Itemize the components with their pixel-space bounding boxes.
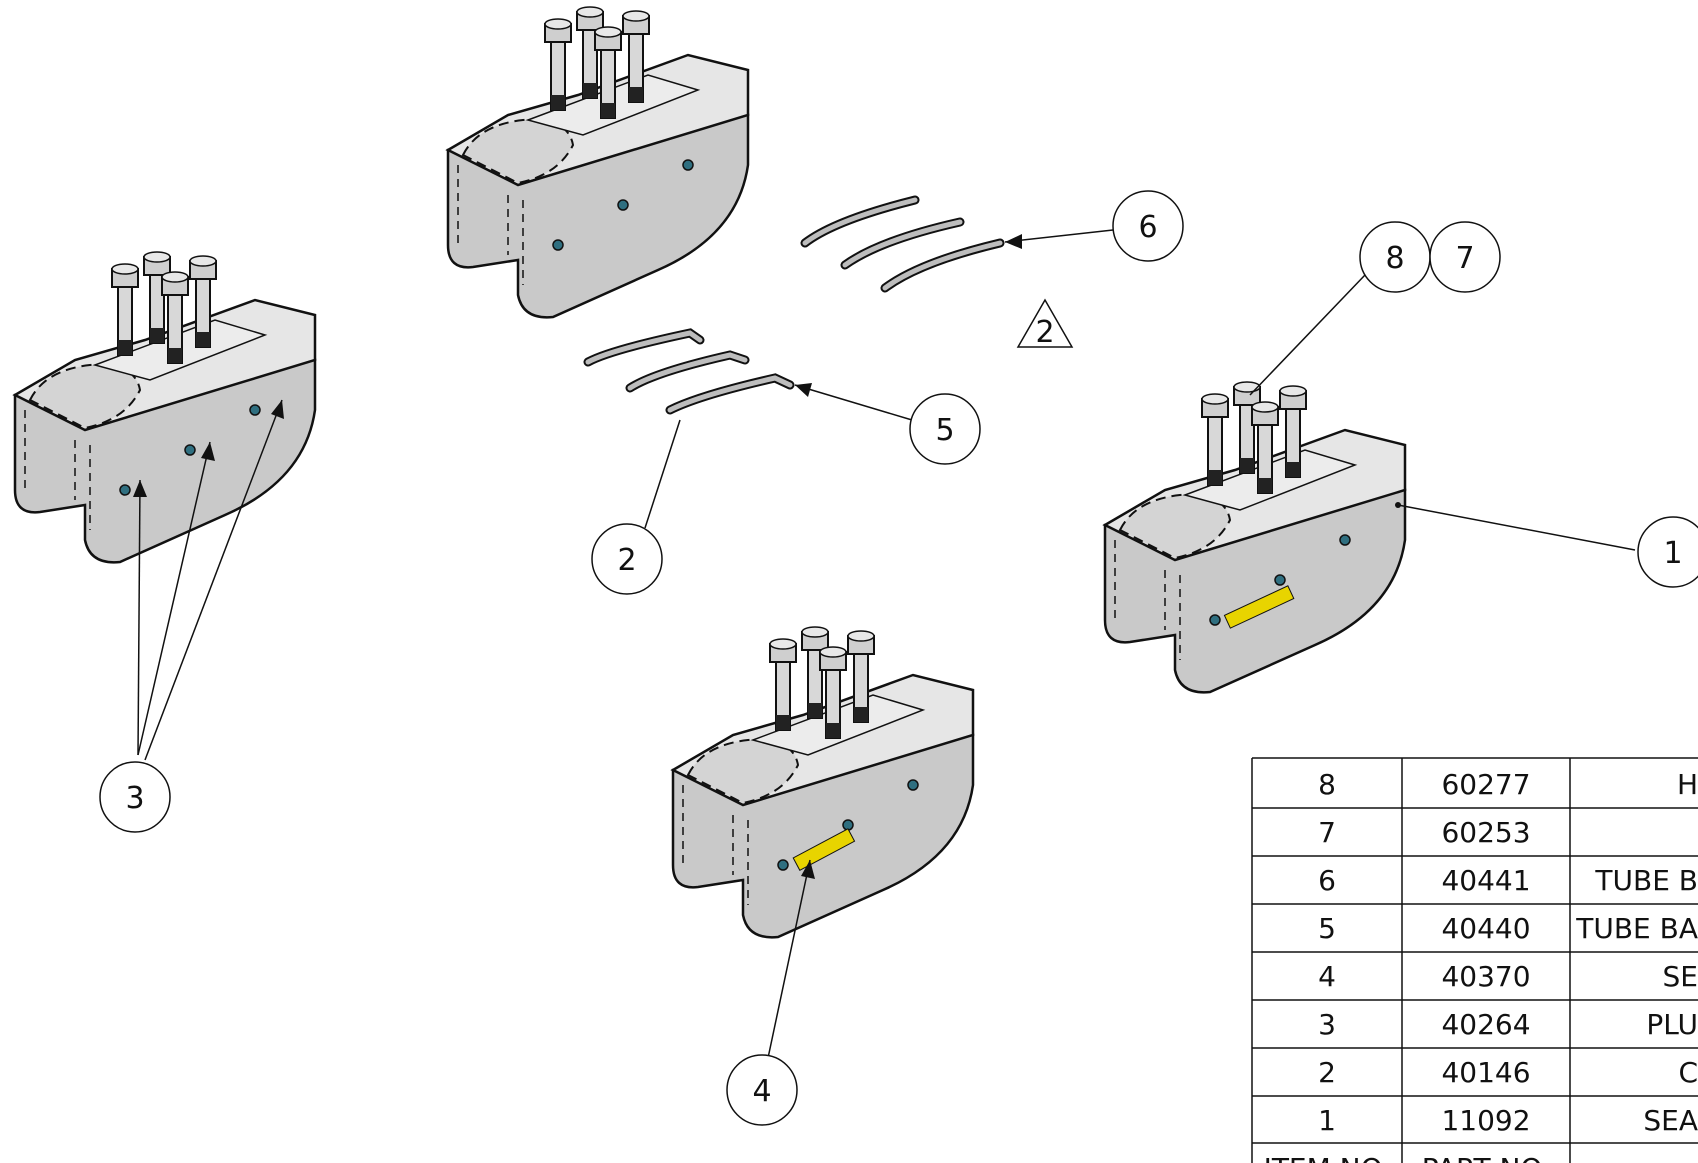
tube-set-5-inner: [585, 330, 793, 413]
svg-text:TUBE B: TUBE B: [1594, 864, 1698, 897]
balloon-6: 6: [1112, 190, 1184, 262]
svg-text:2: 2: [1318, 1056, 1336, 1089]
svg-text:PART NO.: PART NO.: [1422, 1152, 1550, 1163]
seat-view-right: [1103, 382, 1407, 694]
svg-text:40440: 40440: [1441, 912, 1530, 945]
leader-arrowheads: [133, 234, 1022, 879]
seat-view-bottom: [671, 627, 975, 939]
svg-text:6: 6: [1138, 210, 1157, 245]
svg-text:4: 4: [752, 1074, 771, 1109]
seat-view-left: [13, 252, 317, 564]
tube-set-5: [583, 328, 795, 415]
balloon-2: 2: [591, 523, 663, 595]
bom-row: 3 40264 PLU: [1318, 1008, 1698, 1041]
tube-set-6-inner: [802, 197, 1003, 291]
svg-text:7: 7: [1455, 241, 1474, 276]
svg-text:40264: 40264: [1441, 1008, 1530, 1041]
svg-text:40146: 40146: [1441, 1056, 1530, 1089]
balloon-4: 4: [726, 1054, 798, 1126]
svg-text:8: 8: [1385, 241, 1404, 276]
bom-row: 4 40370 SE: [1318, 960, 1698, 993]
bom-row: 1 11092 SEA: [1318, 1104, 1698, 1137]
svg-text:5: 5: [1318, 912, 1336, 945]
balloon-8: 8: [1359, 221, 1431, 293]
bom-row: 8 60277 H: [1318, 768, 1698, 801]
revision-flag: 2: [1016, 298, 1074, 350]
bom-header: ITEM NO. PART NO.: [1264, 1152, 1551, 1163]
warning-label: [792, 828, 856, 871]
svg-text:6: 6: [1318, 864, 1336, 897]
balloon-3: 3: [99, 761, 171, 833]
svg-text:3: 3: [125, 781, 144, 816]
svg-text:60277: 60277: [1441, 768, 1530, 801]
svg-text:60253: 60253: [1441, 816, 1530, 849]
svg-text:40370: 40370: [1441, 960, 1530, 993]
svg-text:7: 7: [1318, 816, 1336, 849]
svg-text:3: 3: [1318, 1008, 1336, 1041]
bom-row: 5 40440 TUBE BA: [1318, 912, 1698, 945]
svg-text:1: 1: [1318, 1104, 1336, 1137]
svg-text:2: 2: [617, 543, 636, 578]
bom-row: 7 60253: [1318, 816, 1530, 849]
leader-lines: [137, 229, 1636, 1059]
warning-label-right: [1223, 585, 1295, 629]
leader-dot-1: [1395, 502, 1401, 508]
svg-text:40441: 40441: [1441, 864, 1530, 897]
svg-text:TUBE BA: TUBE BA: [1575, 912, 1698, 945]
svg-text:1: 1: [1663, 536, 1682, 571]
bom-table: 8 60277 H 7 60253 6 40441 TUBE B 5 40440…: [1251, 757, 1698, 1163]
svg-text:11092: 11092: [1441, 1104, 1530, 1137]
svg-text:SE: SE: [1663, 960, 1698, 993]
svg-text:8: 8: [1318, 768, 1336, 801]
svg-text:ITEM NO.: ITEM NO.: [1264, 1152, 1391, 1163]
bom-row: 6 40441 TUBE B: [1318, 864, 1698, 897]
bom-row: 2 40146 C: [1318, 1056, 1698, 1089]
svg-text:4: 4: [1318, 960, 1336, 993]
svg-text:2: 2: [1035, 315, 1054, 350]
svg-text:PLU: PLU: [1646, 1008, 1698, 1041]
svg-text:C: C: [1678, 1056, 1698, 1089]
seat-view-top: [446, 7, 750, 319]
balloon-5: 5: [909, 393, 981, 465]
balloon-1: 1: [1637, 516, 1698, 588]
svg-text:5: 5: [935, 413, 954, 448]
svg-text:SEA: SEA: [1643, 1104, 1698, 1137]
svg-text:H: H: [1677, 768, 1698, 801]
balloon-7: 7: [1429, 221, 1501, 293]
